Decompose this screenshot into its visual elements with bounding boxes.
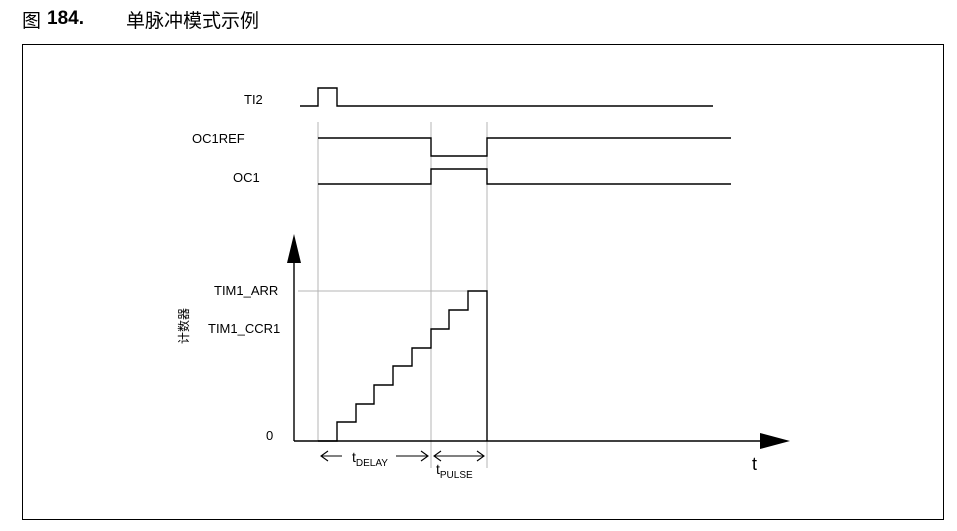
- delay-arrow-head-right: [420, 450, 429, 462]
- t-delay-label: tDELAY: [352, 449, 388, 469]
- oc1-waveform: [318, 168, 731, 185]
- zero-label: 0: [266, 428, 273, 443]
- figure-prefix: 图: [22, 10, 42, 32]
- counter-staircase: [318, 290, 488, 442]
- figure-caption: 图 184. 单脉冲模式示例: [22, 2, 259, 36]
- t-delay-sub: DELAY: [356, 458, 388, 469]
- figure-number: 184.: [47, 8, 84, 29]
- t-pulse-label: tPULSE: [436, 461, 473, 481]
- delay-arrow-head-left: [320, 450, 329, 462]
- pulse-arrow-head-left: [433, 450, 442, 462]
- figure-title: 单脉冲模式示例: [126, 10, 260, 32]
- diagram-frame: [22, 44, 944, 520]
- y-axis-arrow: [287, 234, 301, 263]
- arr-label: TIM1_ARR: [214, 283, 278, 298]
- oc1-label: OC1: [233, 170, 260, 185]
- t-delay-base: t: [352, 449, 356, 465]
- pulse-arrow-head-right: [476, 450, 485, 462]
- ti2-waveform: [300, 87, 713, 107]
- oc1ref-waveform: [318, 137, 731, 157]
- x-axis-arrow: [760, 433, 790, 449]
- ccr1-label: TIM1_CCR1: [208, 321, 280, 336]
- time-label: t: [752, 454, 757, 474]
- reference-lines: [298, 122, 488, 468]
- counter-axis-label: 计数器: [176, 308, 191, 344]
- t-pulse-base: t: [436, 461, 440, 477]
- ti2-label: TI2: [244, 92, 263, 107]
- oc1ref-label: OC1REF: [192, 131, 245, 146]
- t-pulse-sub: PULSE: [440, 470, 473, 481]
